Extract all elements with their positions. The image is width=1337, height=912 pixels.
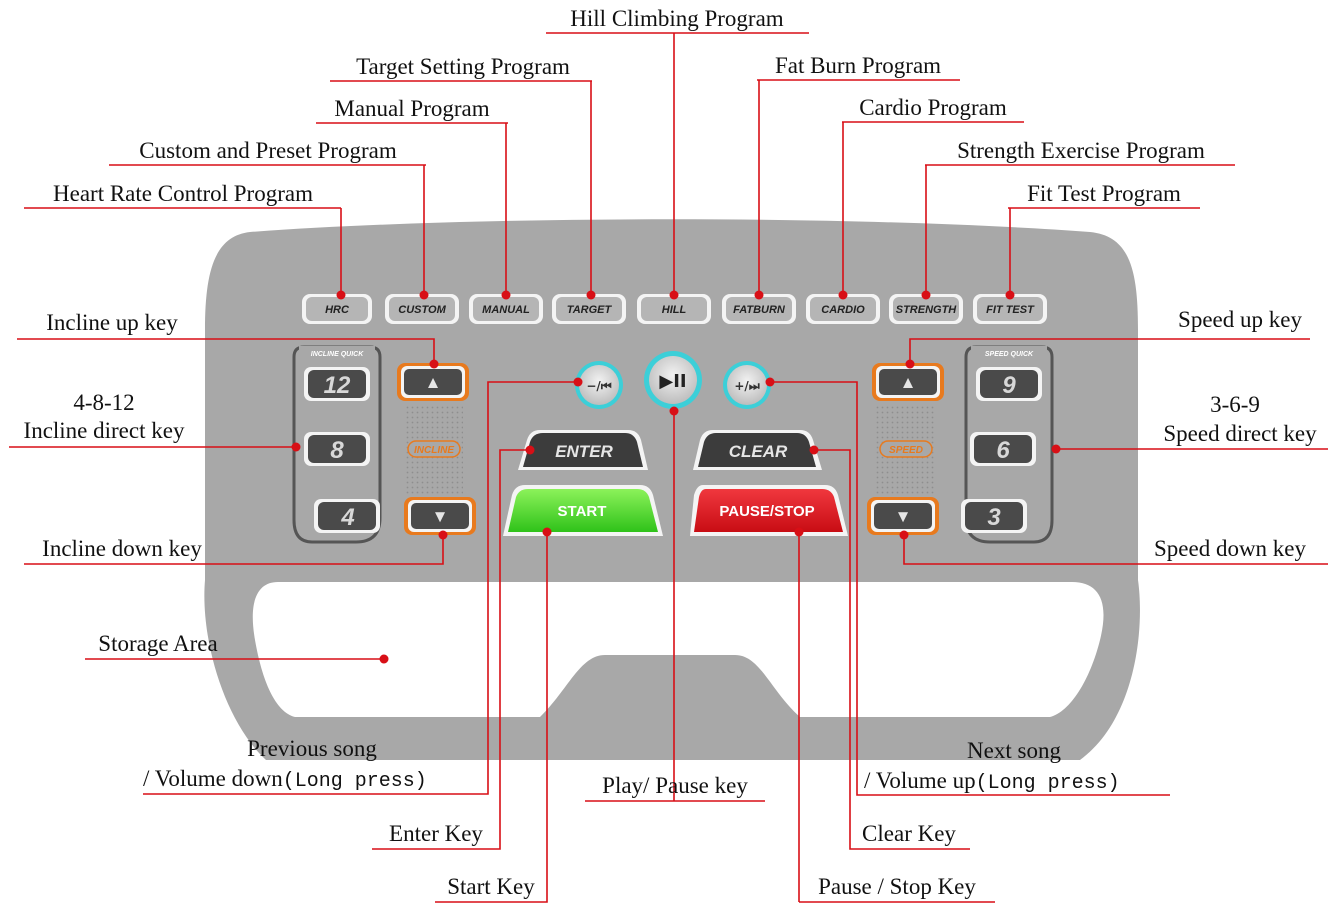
program-key-fittest[interactable]: FIT TEST [973, 294, 1047, 324]
callout-clear: Clear Key [862, 821, 956, 846]
callout-hill: Hill Climbing Program [570, 6, 784, 31]
svg-text:6: 6 [996, 437, 1010, 464]
svg-text:STRENGTH: STRENGTH [896, 304, 958, 316]
clear-button[interactable]: CLEAR [693, 430, 822, 470]
svg-text:CUSTOM: CUSTOM [398, 304, 446, 316]
svg-text:PAUSE/STOP: PAUSE/STOP [719, 503, 814, 520]
program-key-target[interactable]: TARGET [552, 294, 626, 324]
callout-start: Start Key [447, 874, 535, 899]
program-key-cardio[interactable]: CARDIO [806, 294, 880, 324]
program-key-fatburn[interactable]: FATBURN [722, 294, 796, 324]
svg-text:CLEAR: CLEAR [729, 442, 788, 461]
callout-labels: Hill Climbing Program Target Setting Pro… [24, 6, 1318, 899]
pause-stop-button[interactable]: PAUSE/STOP [690, 485, 848, 536]
svg-text:FATBURN: FATBURN [733, 304, 786, 316]
svg-text:12: 12 [324, 372, 351, 399]
start-button[interactable]: START [503, 485, 663, 536]
callout-strength: Strength Exercise Program [957, 138, 1205, 163]
speed-up-button[interactable]: ▲ [872, 363, 944, 401]
callout-speed-down: Speed down key [1154, 536, 1307, 561]
callout-speed-direct: Speed direct key [1163, 421, 1317, 446]
storage-area [252, 582, 1104, 717]
speed-up-arrow-icon: ▲ [900, 373, 917, 392]
speed-down-arrow-icon: ▼ [895, 507, 912, 526]
program-key-hrc[interactable]: HRC [302, 294, 372, 324]
program-key-custom[interactable]: CUSTOM [385, 294, 459, 324]
incline-quick-12-button[interactable]: 12 [304, 367, 370, 401]
callout-previous-song: Previous song [247, 736, 377, 761]
incline-label: INCLINE [414, 445, 454, 456]
callout-incline-up: Incline up key [46, 310, 178, 335]
callout-play-pause: Play/ Pause key [602, 773, 748, 798]
play-pause-icon: ▶II [659, 371, 686, 392]
volume-down-button[interactable]: −/⏮ [575, 361, 623, 409]
callout-fittest: Fit Test Program [1027, 181, 1181, 206]
incline-down-arrow-icon: ▼ [432, 507, 449, 526]
svg-text:FIT TEST: FIT TEST [986, 304, 1035, 316]
speed-label: SPEED [889, 445, 923, 456]
callout-hrc: Heart Rate Control Program [53, 181, 313, 206]
speed-quick-6-button[interactable]: 6 [970, 432, 1036, 466]
svg-text:3: 3 [987, 504, 1001, 531]
svg-text:4: 4 [340, 504, 354, 531]
next-song-icon: +/⏭ [734, 379, 759, 393]
incline-quick-4-button[interactable]: 4 [314, 499, 380, 533]
speed-down-button[interactable]: ▼ [867, 497, 939, 535]
program-key-manual[interactable]: MANUAL [469, 294, 543, 324]
callout-volume-up: / Volume up(Long press) [864, 768, 1120, 795]
callout-custom: Custom and Preset Program [139, 138, 397, 163]
svg-text:START: START [558, 503, 607, 520]
volume-up-button[interactable]: +/⏭ [723, 361, 771, 409]
callout-speed-direct-range: 3-6-9 [1210, 392, 1260, 417]
speed-quick-9-button[interactable]: 9 [976, 367, 1042, 401]
svg-text:8: 8 [330, 437, 344, 464]
svg-text:HILL: HILL [662, 304, 687, 316]
callout-pause-stop: Pause / Stop Key [818, 874, 976, 899]
program-key-strength[interactable]: STRENGTH [889, 294, 963, 324]
incline-up-arrow-icon: ▲ [425, 373, 442, 392]
callout-incline-direct-range: 4-8-12 [73, 390, 134, 415]
callout-volume-down: / Volume down(Long press) [143, 766, 427, 793]
program-key-row: HRC CUSTOM MANUAL TARGET HILL FATBURN CA… [302, 294, 1047, 324]
incline-quick-title: INCLINE QUICK [311, 351, 364, 358]
svg-text:HRC: HRC [325, 304, 350, 316]
callout-storage: Storage Area [98, 631, 217, 656]
callout-lines [9, 32, 1328, 903]
svg-text:9: 9 [1002, 372, 1016, 399]
callout-cardio: Cardio Program [859, 95, 1007, 120]
svg-text:ENTER: ENTER [555, 442, 613, 461]
program-key-hill[interactable]: HILL [637, 294, 711, 324]
callout-fatburn: Fat Burn Program [775, 53, 941, 78]
callout-incline-direct: Incline direct key [24, 418, 185, 443]
previous-song-icon: −/⏮ [586, 379, 611, 393]
svg-text:CARDIO: CARDIO [821, 304, 865, 316]
incline-down-button[interactable]: ▼ [404, 497, 476, 535]
speed-quick-title: SPEED QUICK [985, 351, 1034, 358]
incline-quick-8-button[interactable]: 8 [304, 432, 370, 466]
callout-manual: Manual Program [334, 96, 489, 121]
incline-up-button[interactable]: ▲ [397, 363, 469, 401]
incline-quick-panel: INCLINE QUICK 12 8 4 [292, 345, 382, 544]
svg-text:MANUAL: MANUAL [482, 304, 530, 316]
play-pause-button[interactable]: ▶II [644, 351, 702, 409]
svg-text:TARGET: TARGET [567, 304, 613, 316]
callout-speed-up: Speed up key [1178, 307, 1302, 332]
callout-next-song: Next song [967, 738, 1061, 763]
callout-target: Target Setting Program [356, 54, 570, 79]
callout-enter: Enter Key [389, 821, 483, 846]
speed-quick-panel: SPEED QUICK 9 6 3 [961, 345, 1054, 544]
enter-button[interactable]: ENTER [518, 430, 648, 470]
callout-incline-down: Incline down key [42, 536, 202, 561]
speed-quick-3-button[interactable]: 3 [961, 499, 1027, 533]
